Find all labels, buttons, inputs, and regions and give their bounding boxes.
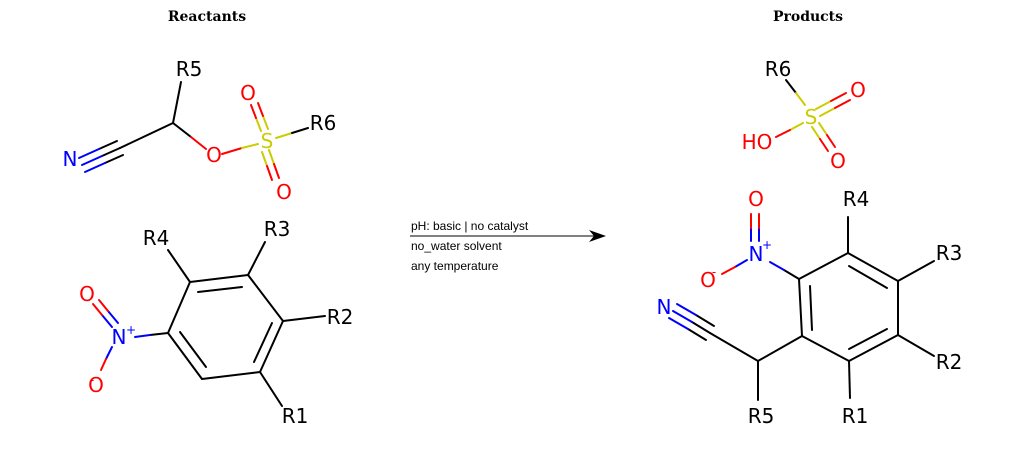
product-sulfonic-acid: R6 S O O HO — [742, 57, 866, 173]
atom-r1-label: R1 — [842, 404, 869, 428]
atom-sulfur-label: S — [805, 105, 818, 129]
atom-r4-label: R4 — [843, 187, 870, 211]
atom-r6-label: R6 — [765, 57, 792, 81]
atom-ester-o-label: O — [206, 143, 222, 167]
condition-temperature: any temperature — [411, 259, 499, 273]
atom-r3-label: R3 — [264, 217, 291, 241]
reactants-header: Reactants — [168, 9, 246, 25]
atom-r4-label: R4 — [143, 226, 170, 250]
atom-r3-label: R3 — [936, 241, 963, 265]
atom-nitro-n-label: N — [112, 325, 127, 349]
reaction-arrow — [410, 230, 606, 242]
condition-ph-catalyst: pH: basic | no catalyst — [411, 219, 529, 233]
atom-sulfonyl-o-top-label: O — [240, 81, 256, 105]
atom-sulfonyl-o-bottom-label: O — [830, 149, 846, 173]
atom-r2-label: R2 — [936, 350, 963, 374]
atom-nitro-o-minus-label: O — [88, 373, 104, 397]
atom-sulfonyl-o-top-label: O — [850, 78, 866, 102]
atom-nitro-o-charge: - — [90, 373, 94, 387]
atom-nitro-n-charge: + — [126, 323, 136, 337]
arrowhead-icon — [589, 230, 606, 242]
atom-r5-label: R5 — [176, 57, 203, 81]
atom-nitro-o-label: O — [79, 282, 95, 306]
atom-nitro-n-label: N — [749, 242, 764, 266]
reactant-nitroarene: R4 R3 R2 R1 O N + O - — [79, 217, 353, 428]
atom-r5-label: R5 — [748, 404, 775, 428]
atom-sulfur-label: S — [261, 129, 274, 153]
atom-nitro-n-charge: + — [762, 238, 772, 252]
atom-r6-label: R6 — [310, 111, 337, 135]
atom-nitrile-n-label: N — [657, 295, 672, 319]
atom-nitro-o-charge: - — [712, 265, 716, 279]
product-nitrile-arene: O N + O - R4 R3 R2 R1 N R5 — [657, 187, 963, 428]
atom-nitro-o-minus-label: O — [700, 268, 716, 292]
atom-r2-label: R2 — [327, 305, 354, 329]
products-header: Products — [773, 9, 843, 25]
atom-r1-label: R1 — [282, 404, 309, 428]
atom-hydroxyl-label: HO — [742, 130, 773, 154]
reactant-sulfonate-ester: R5 N O S R6 O O — [63, 57, 337, 204]
atom-nitrile-n-label: N — [63, 147, 78, 171]
atom-sulfonyl-o-bottom-label: O — [276, 180, 292, 204]
atom-nitro-o-label: O — [748, 187, 764, 211]
condition-solvent: no_water solvent — [411, 239, 502, 253]
